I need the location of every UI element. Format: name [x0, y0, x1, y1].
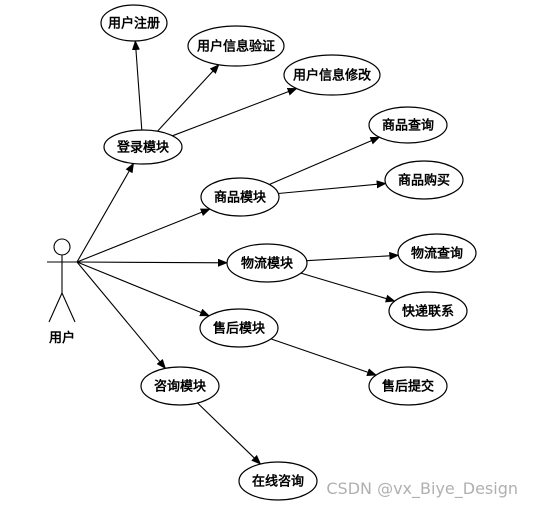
- use-case-label: 快递联系: [402, 304, 454, 320]
- use-case-ellipse: [368, 366, 448, 406]
- use-case-product-buy: 商品购买: [384, 160, 464, 200]
- use-case-register: 用户注册: [100, 4, 168, 42]
- edge-actor-to-login: [76, 162, 134, 263]
- edge-login-to-info-verify: [157, 63, 220, 132]
- edge-consult-module-to-online-consult: [197, 402, 262, 465]
- edge-login-to-register: [131, 40, 143, 131]
- edge-actor-to-consult-module: [76, 261, 167, 370]
- use-case-ellipse: [200, 177, 280, 217]
- edges-layer: [76, 40, 400, 465]
- use-case-label: 商品模块: [214, 190, 267, 206]
- actor-head: [53, 238, 71, 256]
- edge-logistics-module-to-logistics-query: [306, 251, 400, 262]
- actor-user: 用户: [47, 238, 77, 346]
- use-case-consult-module: 咨询模块: [140, 366, 220, 406]
- use-case-ellipse: [100, 4, 168, 42]
- use-case-product-query: 商品查询: [368, 106, 448, 144]
- edge-product-module-to-product-buy: [278, 180, 387, 195]
- use-case-label: 物流查询: [411, 246, 463, 262]
- use-case-label: 售后模块: [213, 321, 266, 337]
- use-case-label: 用户注册: [107, 16, 160, 32]
- use-case-info-verify: 用户信息验证: [187, 25, 285, 67]
- actor-right-leg: [61, 292, 76, 323]
- watermark: CSDN @vx_Biye_Design: [326, 479, 518, 499]
- edge-aftersale-module-to-aftersale-submit: [270, 338, 378, 376]
- use-case-ellipse: [384, 160, 464, 200]
- use-case-ellipse: [397, 233, 477, 273]
- use-case-label: 用户信息修改: [292, 68, 372, 84]
- edge-actor-to-product-module: [76, 208, 211, 263]
- use-case-ellipse: [199, 308, 279, 348]
- edge-product-module-to-product-query: [269, 136, 381, 186]
- use-case-ellipse: [388, 291, 468, 331]
- use-case-login: 登录模块: [103, 129, 183, 165]
- edge-actor-to-aftersale-module: [76, 261, 211, 317]
- use-case-label: 商品购买: [398, 173, 450, 189]
- use-case-ellipse: [238, 461, 318, 501]
- actor-label: 用户: [48, 330, 75, 346]
- use-case-label: 咨询模块: [154, 379, 207, 395]
- use-case-label: 用户信息验证: [196, 39, 275, 55]
- use-case-online-consult: 在线咨询: [238, 461, 318, 501]
- edge-logistics-module-to-courier-contact: [300, 272, 396, 303]
- use-case-courier-contact: 快递联系: [388, 291, 468, 331]
- use-case-ellipse: [226, 243, 308, 283]
- use-case-aftersale-module: 售后模块: [199, 308, 279, 348]
- use-case-ellipse: [140, 366, 220, 406]
- use-case-ellipse: [103, 129, 183, 165]
- use-case-label: 物流模块: [241, 256, 294, 272]
- use-case-label: 在线咨询: [252, 474, 304, 490]
- use-case-ellipse: [283, 54, 381, 96]
- use-case-label: 售后提交: [382, 379, 434, 395]
- actor-left-leg: [48, 292, 63, 323]
- use-case-ellipse: [368, 106, 448, 144]
- use-case-label: 登录模块: [116, 140, 170, 156]
- use-case-product-module: 商品模块: [200, 177, 280, 217]
- use-case-logistics-query: 物流查询: [397, 233, 477, 273]
- use-case-logistics-module: 物流模块: [226, 243, 308, 283]
- edge-actor-to-logistics-module: [76, 258, 228, 267]
- use-case-label: 商品查询: [382, 118, 434, 134]
- edge-login-to-info-modify: [172, 87, 298, 137]
- use-case-info-modify: 用户信息修改: [283, 54, 381, 96]
- use-case-ellipse: [187, 25, 285, 67]
- use-case-aftersale-submit: 售后提交: [368, 366, 448, 406]
